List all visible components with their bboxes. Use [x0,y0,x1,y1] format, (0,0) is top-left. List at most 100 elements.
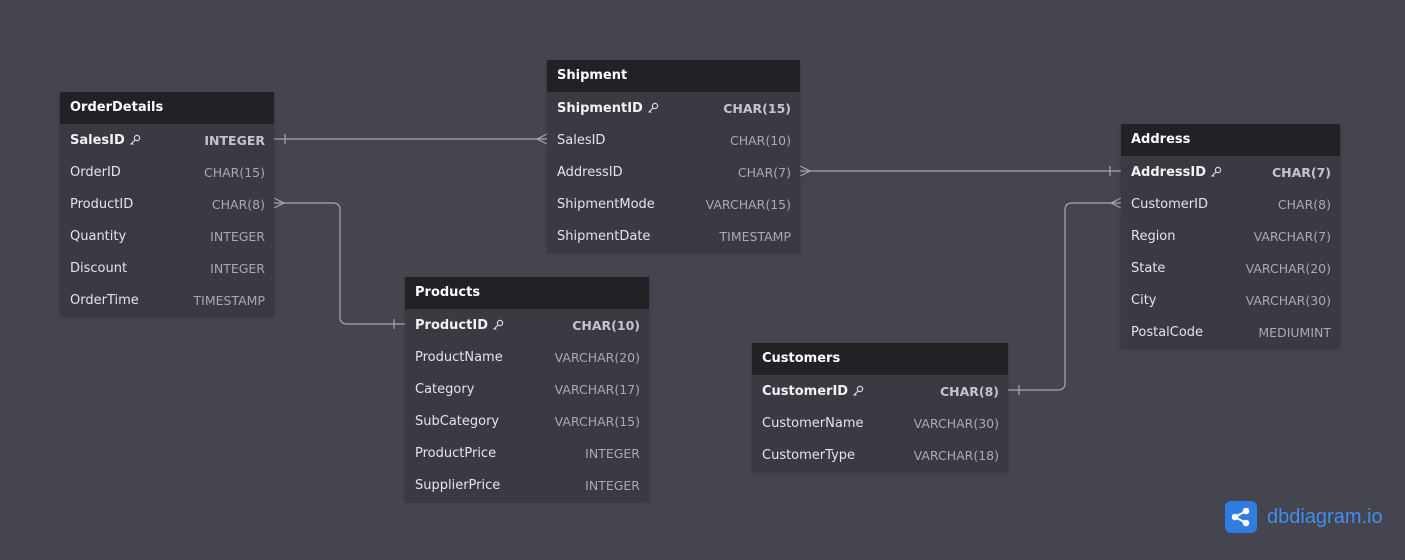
field-name: State [1131,260,1166,276]
field-type: CHAR(10) [729,132,791,148]
field-type: VARCHAR(30) [913,415,999,431]
field-name: ProductPrice [415,445,497,461]
dbdiagram-logo[interactable]: dbdiagram.io [1225,501,1383,533]
key-icon [647,102,659,114]
primary-key-field[interactable]: SalesID INTEGER [60,124,274,156]
table-header[interactable]: Shipment [547,60,800,92]
field-type: VARCHAR(17) [554,381,640,397]
field-name: AddressID [1131,164,1207,180]
field-type: VARCHAR(20) [1245,260,1331,276]
table-field[interactable]: Quantity INTEGER [60,220,274,252]
field-name: Discount [70,260,128,276]
field-name: SalesID [70,132,125,148]
table-field[interactable]: AddressID CHAR(7) [547,156,800,188]
table-fields: ProductID CHAR(10) ProductName VARCHAR(20) C… [405,309,649,501]
field-type: TIMESTAMP [719,228,791,244]
key-icon [493,319,504,331]
field-name: City [1131,292,1157,308]
table-field[interactable]: SalesID CHAR(10) [547,124,800,156]
field-name: ShipmentMode [557,196,655,212]
field-type: VARCHAR(15) [554,413,640,429]
table-header[interactable]: OrderDetails [60,92,274,124]
table-field[interactable]: Category VARCHAR(17) [405,373,649,405]
field-type: CHAR(8) [1277,196,1331,212]
primary-key-field[interactable]: ProductID CHAR(10) [405,309,649,341]
link-line[interactable] [274,202,405,325]
field-name: SupplierPrice [415,477,501,493]
field-type: VARCHAR(7) [1253,228,1331,244]
table-header[interactable]: Address [1121,124,1340,156]
field-name: ShipmentDate [557,228,651,244]
table-field[interactable]: CustomerType VARCHAR(18) [752,439,1008,471]
field-type: TIMESTAMP [193,292,265,308]
key-icon [1211,166,1222,178]
table-field[interactable]: SupplierPrice INTEGER [405,469,649,501]
table-field[interactable]: ShipmentMode VARCHAR(15) [547,188,800,220]
table-field[interactable]: ShipmentDate TIMESTAMP [547,220,800,252]
table-header[interactable]: Customers [752,343,1008,375]
field-name: Quantity [70,228,127,244]
field-type: VARCHAR(18) [913,447,999,463]
field-name: PostalCode [1131,324,1204,340]
primary-key-field[interactable]: CustomerID CHAR(8) [752,375,1008,407]
field-name: ProductID [415,317,488,333]
link-salesid [274,133,548,145]
field-type: INTEGER [204,132,265,148]
field-name: OrderTime [70,292,139,308]
field-name: Category [415,381,475,397]
many-marker [799,165,811,177]
field-type: CHAR(8) [939,383,999,399]
field-type: VARCHAR(15) [705,196,791,212]
field-name: CustomerName [762,415,864,431]
key-icon [853,385,864,397]
table-field[interactable]: CustomerName VARCHAR(30) [752,407,1008,439]
field-type: CHAR(8) [211,196,265,212]
table-fields: CustomerID CHAR(8) CustomerName VARCHAR(30)… [752,375,1008,471]
table-field[interactable]: OrderTime TIMESTAMP [60,284,274,316]
many-marker [536,133,548,145]
link-line[interactable] [1008,202,1121,391]
field-name: SubCategory [415,413,500,429]
link-addressid [799,165,1121,177]
field-type: INTEGER [210,228,265,244]
table-field[interactable]: ProductPrice INTEGER [405,437,649,469]
table-field[interactable]: SubCategory VARCHAR(15) [405,405,649,437]
field-type: CHAR(7) [737,164,791,180]
link-customerid [1008,197,1122,395]
link-productid [273,197,405,329]
field-type: INTEGER [585,477,640,493]
field-type: CHAR(10) [572,317,640,333]
field-type: INTEGER [585,445,640,461]
table-header[interactable]: Products [405,277,649,309]
many-marker [1110,197,1122,209]
field-type: CHAR(15) [203,164,265,180]
table-field[interactable]: State VARCHAR(20) [1121,252,1340,284]
field-name: ProductName [415,349,503,365]
table-field[interactable]: ProductName VARCHAR(20) [405,341,649,373]
field-name: CustomerID [762,383,849,399]
share-nodes-icon [1225,501,1257,533]
field-name: CustomerType [762,447,856,463]
field-name: SalesID [557,132,606,148]
field-type: VARCHAR(20) [554,349,640,365]
field-name: AddressID [557,164,623,180]
